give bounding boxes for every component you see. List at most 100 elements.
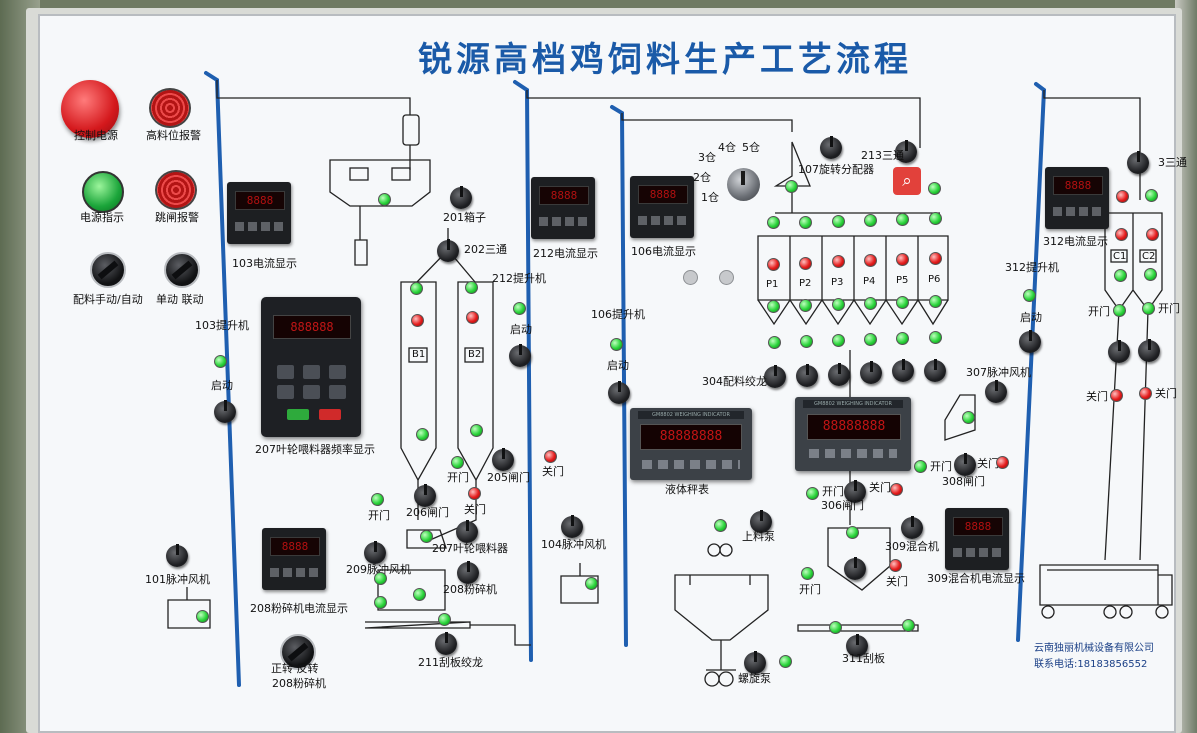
- close-gate-label: 关门: [542, 465, 564, 478]
- vfd-key[interactable]: [303, 385, 320, 399]
- screw-mixer-knob[interactable]: [744, 651, 766, 674]
- valve-202-knob[interactable]: [437, 239, 459, 262]
- c2-gate-knob[interactable]: [1138, 339, 1160, 362]
- ammeter-103: 8888: [227, 182, 291, 244]
- liquid-tank: [674, 574, 769, 641]
- feeder-207-knob[interactable]: [456, 520, 478, 543]
- elevator-212-knob[interactable]: [509, 344, 531, 367]
- elevator-312-knob[interactable]: [1019, 330, 1041, 353]
- bin-b2-alarm: [466, 311, 479, 324]
- crusher-208b-knob[interactable]: [457, 561, 479, 584]
- gate-310-close-label: 关门: [886, 575, 908, 588]
- p3-low-lamp: [832, 298, 845, 311]
- start-312-label: 启动: [1020, 311, 1042, 324]
- ammeter-312: 8888: [1045, 167, 1109, 229]
- vfd-stop-button[interactable]: [319, 409, 341, 420]
- p6-low-lamp: [929, 295, 942, 308]
- line-top-d: [1043, 90, 1141, 160]
- gate-206-label: 206闸门: [406, 506, 449, 519]
- feeder-207-label: 207叶轮喂料器: [432, 542, 508, 555]
- fan-101-knob[interactable]: [166, 544, 188, 567]
- line-top-a: [216, 80, 411, 115]
- mounting-hole: [683, 270, 698, 285]
- fan-209-knob[interactable]: [364, 541, 386, 564]
- magnifier-icon[interactable]: ⌕: [893, 167, 921, 195]
- vfd-key[interactable]: [329, 365, 346, 379]
- p2-alarm: [799, 257, 812, 270]
- lift-pump-knob[interactable]: [750, 510, 772, 533]
- gate-306-knob[interactable]: [844, 480, 866, 503]
- gate-310-knob[interactable]: [844, 557, 866, 580]
- elevator-103-knob[interactable]: [214, 400, 236, 423]
- conveyor-211-knob[interactable]: [435, 632, 457, 655]
- vfd-key[interactable]: [277, 365, 294, 379]
- screw-304-knob-4[interactable]: [860, 361, 882, 384]
- start-212-label: 启动: [510, 323, 532, 336]
- elevator-106-knob[interactable]: [608, 381, 630, 404]
- screw-304-knob-5[interactable]: [892, 359, 914, 382]
- valve-3-label: 3三通: [1158, 156, 1187, 169]
- vfd-run-button[interactable]: [287, 409, 309, 420]
- p2-out-lamp: [800, 335, 813, 348]
- fan-104-knob[interactable]: [561, 515, 583, 538]
- ammeter-208-readout: 8888: [270, 537, 320, 556]
- c1-top-alarm: [1116, 190, 1129, 203]
- bin-b2-lamp-top: [465, 281, 478, 294]
- vfd-key[interactable]: [303, 365, 320, 379]
- screw-304-knob-6[interactable]: [924, 359, 946, 382]
- spreader-201-knob[interactable]: [450, 186, 472, 209]
- crusher-body: [329, 159, 431, 207]
- screw-304-knob-2[interactable]: [796, 364, 818, 387]
- valve-3-knob[interactable]: [1127, 151, 1149, 174]
- weighing-indicator-2-keys[interactable]: [809, 449, 897, 458]
- rotary-107-knob[interactable]: [820, 136, 842, 159]
- screw-304-knob-3[interactable]: [828, 363, 850, 386]
- gate-308-knob[interactable]: [954, 453, 976, 476]
- bin-b1-lamp-low: [416, 428, 429, 441]
- elevator-212-label: 212提升机: [492, 272, 546, 285]
- p3-out-lamp: [832, 334, 845, 347]
- p4-top-lamp: [864, 214, 877, 227]
- emergency-stop-button[interactable]: [61, 80, 119, 138]
- ammeter-312-readout: 8888: [1053, 176, 1103, 195]
- company-info: 云南独丽机械设备有限公司 联系电话:18183856552: [1034, 641, 1154, 673]
- gate-205-knob[interactable]: [492, 448, 514, 471]
- line-top-b: [526, 90, 921, 148]
- fan-307-knob[interactable]: [985, 380, 1007, 403]
- power-indicator-label: 电源指示: [80, 211, 124, 224]
- elevator-312-label: 312提升机: [1005, 261, 1059, 274]
- p6-out-lamp: [929, 331, 942, 344]
- p1-top-lamp: [767, 216, 780, 229]
- ammeter-312-label: 312电流显示: [1043, 235, 1108, 248]
- vfd-key[interactable]: [277, 385, 294, 399]
- feeder-207-lamp: [420, 530, 433, 543]
- weighing-indicator-1-keys[interactable]: [642, 460, 740, 469]
- ammeter-212-keys: [539, 217, 587, 226]
- gate-206-open-lamp: [371, 493, 384, 506]
- batching-screw-304-label: 304配料绞龙: [702, 375, 767, 388]
- vfd-key[interactable]: [329, 385, 346, 399]
- batching-mode-switch[interactable]: [90, 252, 126, 288]
- gate-308-label: 308闸门: [942, 475, 985, 488]
- gate-306-open-lamp: [806, 487, 819, 500]
- fan-307-label: 307脉冲风机: [966, 366, 1031, 379]
- ammeter-212-label: 212电流显示: [533, 247, 598, 260]
- fan-209-label: 209脉冲风机: [346, 563, 411, 576]
- c1-gate-knob[interactable]: [1108, 340, 1130, 363]
- fan-104-label: 104脉冲风机: [541, 538, 606, 551]
- start-103-label: 启动: [211, 379, 233, 392]
- conveyor-311-knob[interactable]: [846, 634, 868, 657]
- bin-selector-knob[interactable]: [727, 168, 760, 201]
- bin-b1: [400, 281, 437, 482]
- single-linked-switch[interactable]: [164, 252, 200, 288]
- mixer-309-knob[interactable]: [901, 516, 923, 539]
- valve-213-knob[interactable]: [895, 140, 917, 163]
- screw-304-knob-1[interactable]: [764, 365, 786, 388]
- conveyor-211-lamp: [438, 613, 451, 626]
- elevator-212-lamp: [513, 302, 526, 315]
- bin-3-label: 3仓: [698, 151, 716, 164]
- conveyor-311-label: 311刮板: [842, 652, 885, 665]
- gate-206-knob[interactable]: [414, 484, 436, 507]
- crusher-top-lamp: [378, 193, 391, 206]
- crusher-208-direction-switch[interactable]: [280, 634, 316, 670]
